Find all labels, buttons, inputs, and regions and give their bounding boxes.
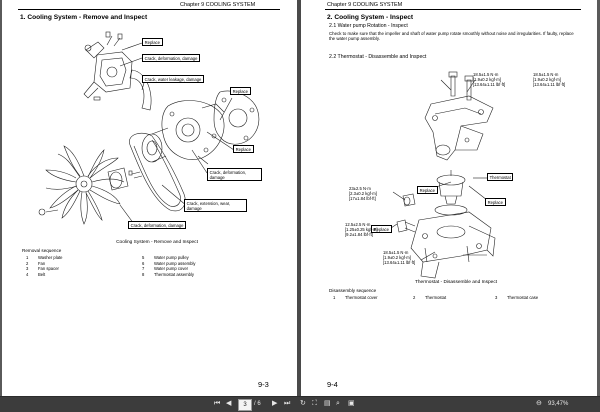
label-replace-1: Replace [142,38,163,47]
left-header: Chapter 9 COOLING SYSTEM [180,2,256,8]
left-section-title: 1. Cooling System - Remove and Inspect [20,14,148,21]
page-gap [297,0,301,396]
right-figure-caption: Thermostat - Disassemble and Inspect [414,280,498,285]
last-page-icon[interactable]: ⏭ [284,400,291,407]
left-figure-caption: Cooling System - Remove and Inspect [116,240,198,245]
right-header: Chapter 9 COOLING SYSTEM [327,2,403,8]
torque-spec-2: 18.5±1.5 N·m[1.9±0.2 kgf·m][13.64±1.11 l… [533,72,566,87]
label-replace-3: Replace [233,145,254,154]
label-replace-2: Replace [230,87,251,96]
print-icon[interactable]: ▤ [324,400,331,407]
label-crack-extension-wear-damage: Crack, extension, wear, damage [184,199,248,213]
disassembly-sequence-title: Disassembly sequence [329,288,377,293]
header-rule [325,9,581,10]
fit-page-icon[interactable]: ▣ [348,400,355,407]
right-section-title: 2. Cooling System - Inspect [327,14,414,21]
torque-spec-4: 12.5±2.5 N·m[1.25±0.25 kgf·m][9.2±1.84 l… [345,222,378,237]
subsection-2-1-body: Check to make sure that the impeller and… [329,31,574,42]
label-crack-deformation-damage-3: Crack, deformation, damage [128,221,187,230]
thermostat-diagram [390,71,496,279]
left-page: Chapter 9 COOLING SYSTEM 1. Cooling Syst… [2,0,297,396]
label-crack-water-leakage-damage: Crack, water leakage, damage [142,75,204,84]
label-crack-deformation-damage-2: Crack, deformation, damage [207,168,263,182]
label-replace-c: Replace [371,225,392,234]
zoom-out-icon[interactable]: ⊖ [536,400,542,407]
label-crack-deformation-damage-1: Crack, deformation, damage [142,54,201,63]
cooling-system-diagram [38,31,260,225]
fullscreen-icon[interactable]: ⛶ [312,400,317,407]
next-page-icon[interactable]: ▶ [272,400,278,407]
subsection-2-1-title: 2.1 Water pump Rotation - Inspect [329,23,408,29]
right-page-number: 9-4 [327,380,338,389]
zoom-level: 93,47% [548,401,569,407]
rotate-icon[interactable]: ↻ [300,400,306,407]
header-rule [18,9,280,10]
page-number-input[interactable]: 3 [238,399,252,411]
viewer-toolbar: ⏮ ◀ 3 / 6 ▶ ⏭ ↻ ⛶ ▤ ⌕ ▣ ⊖ 93,47% [0,396,600,412]
page-total: / 6 [254,401,261,407]
torque-spec-5: 18.5±1.5 N·m[1.9±0.2 kgf·m][13.64±1.11 l… [383,250,416,265]
label-thermostat: Thermostat [487,173,514,182]
torque-spec-3: 23±2.5 N·m[2.3±0.2 kgf·m][17±1.84 lbf·ft… [349,186,377,201]
torque-spec-1: 18.5±1.5 N·m[1.9±0.2 kgf·m][13.64±1.11 l… [473,72,506,87]
first-page-icon[interactable]: ⏮ [214,400,221,407]
zoom-icon[interactable]: ⌕ [336,400,340,407]
subsection-2-2-title: 2.2 Thermostat - Disassemble and Inspect [329,54,427,60]
label-replace-a: Replace [485,198,506,207]
previous-page-icon[interactable]: ◀ [226,400,232,407]
removal-sequence-title: Removal sequence [22,248,62,253]
right-page: Chapter 9 COOLING SYSTEM 2. Cooling Syst… [301,0,597,396]
label-replace-b: Replace [417,186,438,195]
left-page-number: 9-3 [258,380,269,389]
